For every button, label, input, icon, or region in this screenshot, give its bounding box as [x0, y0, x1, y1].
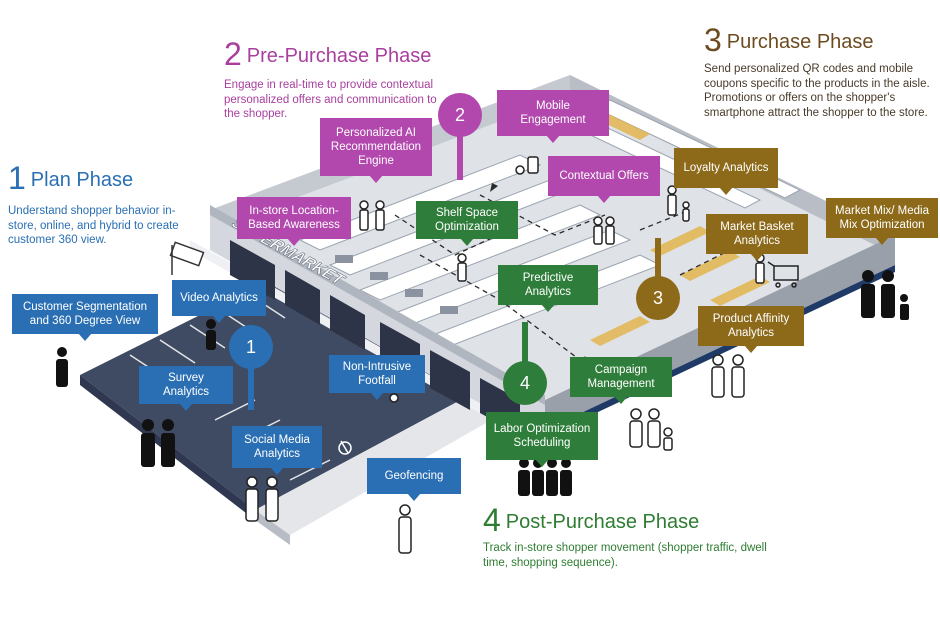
marker-4-pin: [522, 322, 528, 372]
box-in-store-location: In-store Location-Based Awareness: [237, 197, 351, 246]
post-purchase-phase-label: Post-Purchase Phase: [505, 511, 700, 533]
pre-purchase-phase-number: 2: [224, 36, 242, 72]
box-contextual-offers: Contextual Offers: [548, 156, 660, 203]
people-icons-black: [56, 270, 909, 496]
purchase-phase-description: Send personalized QR codes and mobile co…: [704, 63, 930, 119]
shelf-products-gold: [590, 110, 770, 346]
purchase-phase-marker: 3: [636, 276, 680, 320]
plan-phase-label: Plan Phase: [30, 169, 134, 191]
box-video-analytics: Video Analytics: [172, 280, 266, 323]
box-shelf-space: Shelf Space Optimization: [416, 201, 518, 246]
shopping-cart-icon: [767, 261, 799, 288]
box-campaign-management: Campaign Management: [570, 357, 672, 404]
purchase-phase-label: Purchase Phase: [726, 31, 874, 53]
box-labor-optimization: Labor Optimization Scheduling: [486, 412, 598, 467]
marker-1-pin: [248, 360, 254, 410]
box-survey-analytics: Survey Analytics: [139, 366, 233, 411]
post-purchase-phase-description: Track in-store shopper movement (shopper…: [483, 542, 767, 569]
pre-purchase-phase-description: Engage in real-time to provide contextua…: [224, 79, 437, 120]
box-non-intrusive-footfall: Non-Intrusive Footfall: [329, 355, 425, 400]
mobile-phone-icon: [527, 156, 539, 174]
post-purchase-phase-marker: 4: [503, 361, 547, 405]
box-product-affinity: Product Affinity Analytics: [698, 306, 804, 353]
accessible-parking-icon: [338, 440, 352, 455]
box-customer-segmentation: Customer Segmentation and 360 Degree Vie…: [12, 294, 158, 341]
checkout-counters: [335, 255, 458, 314]
storefront-top: [210, 205, 545, 405]
people-icons: [245, 165, 765, 554]
pre-purchase-phase-label: Pre-Purchase Phase: [246, 45, 432, 67]
box-geofencing: Geofencing: [367, 458, 461, 501]
purchase-phase-number: 3: [704, 22, 722, 58]
post-purchase-phase-number: 4: [483, 502, 501, 538]
plan-phase-marker: 1: [229, 325, 273, 369]
sidewalk-edge: [255, 510, 290, 545]
plan-phase-description: Understand shopper behavior in-store, on…: [8, 205, 179, 246]
box-market-basket: Market Basket Analytics: [706, 214, 808, 261]
pre-purchase-phase-marker: 2: [438, 93, 482, 137]
box-mobile-engagement: Mobile Engagement: [497, 90, 609, 143]
cctv-camera-icon: [169, 241, 205, 275]
box-personalized-ai: Personalized AI Recommendation Engine: [320, 118, 432, 183]
marker-3-pin: [655, 238, 661, 288]
box-loyalty-analytics: Loyalty Analytics: [674, 148, 778, 195]
marker-2-pin: [457, 130, 463, 180]
box-predictive-analytics: Predictive Analytics: [498, 265, 598, 312]
plan-phase-number: 1: [8, 160, 26, 196]
box-market-mix: Market Mix/ Media Mix Optimization: [826, 198, 938, 245]
box-social-media-analytics: Social Media Analytics: [232, 426, 322, 475]
